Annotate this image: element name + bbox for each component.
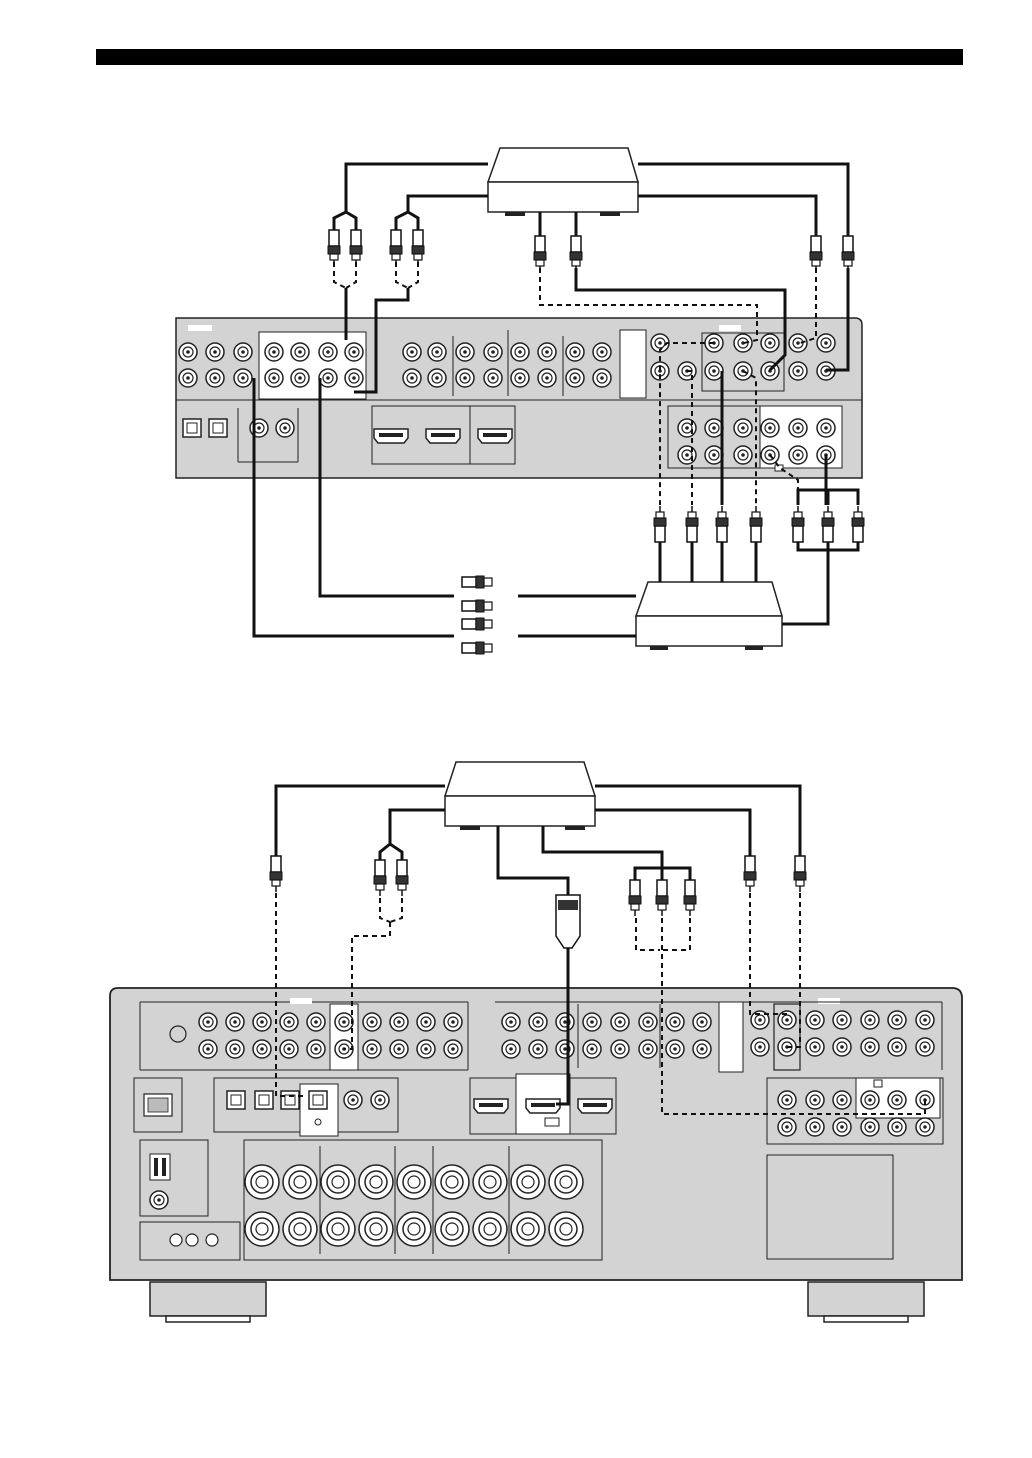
hdmi-ports-lower [474, 1099, 612, 1113]
source-device-lower [445, 762, 595, 830]
hdmi-plug [556, 895, 580, 948]
system-connector [134, 1078, 182, 1132]
receiver-feet [150, 1282, 924, 1322]
hdmi-ports-upper [374, 429, 512, 443]
optical-in-selected [309, 1091, 327, 1109]
lower-connection-diagram [110, 762, 962, 1322]
source-device-top [488, 148, 638, 216]
source-device-bottom [636, 582, 782, 650]
upper-connection-diagram [176, 148, 864, 654]
digital-audio-jacks-lower [227, 1091, 299, 1109]
rca-plugs-lower [270, 856, 806, 916]
